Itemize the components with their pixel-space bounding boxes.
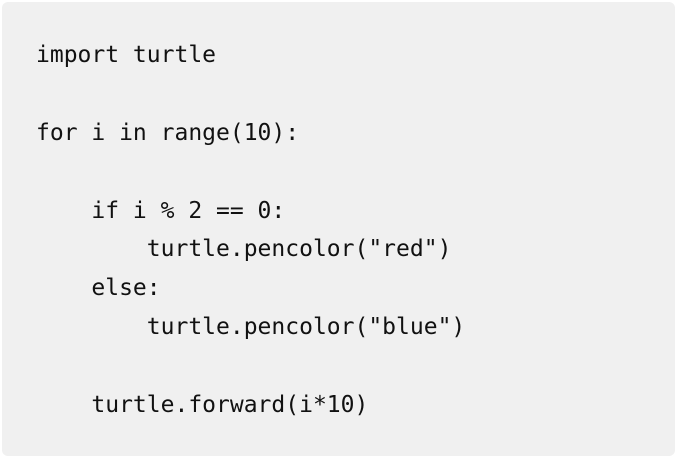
code-line-if: if i % 2 == 0: — [36, 197, 286, 224]
code-line-forward: turtle.forward(i*10) — [36, 392, 369, 419]
code-line-for-loop: for i in range(10): — [36, 119, 300, 146]
code-line-pencolor-red: turtle.pencolor("red") — [36, 236, 452, 263]
code-block: import turtle for i in range(10): if i %… — [36, 36, 465, 425]
code-line-pencolor-blue: turtle.pencolor("blue") — [36, 314, 466, 341]
code-line-blank-3 — [36, 347, 465, 386]
code-line-else: else: — [36, 275, 161, 302]
code-line-import: import turtle — [36, 42, 217, 68]
code-line-blank-1 — [36, 75, 465, 114]
code-line-blank-2 — [36, 153, 465, 192]
